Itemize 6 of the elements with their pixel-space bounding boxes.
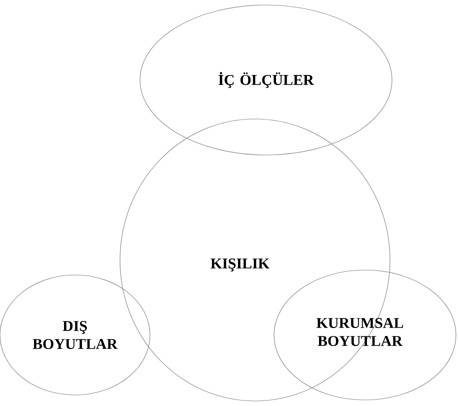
ellipse (274, 270, 456, 400)
ellipse-label: KIŞILIK (210, 258, 270, 272)
ellipse (140, 4, 392, 156)
ellipse-label: İÇ ÖLÇÜLER (218, 72, 314, 88)
ellipse-label: KURUMSAL BOYUTLAR (316, 318, 404, 346)
ellipse-label: DIŞ BOYUTLAR (32, 320, 118, 350)
